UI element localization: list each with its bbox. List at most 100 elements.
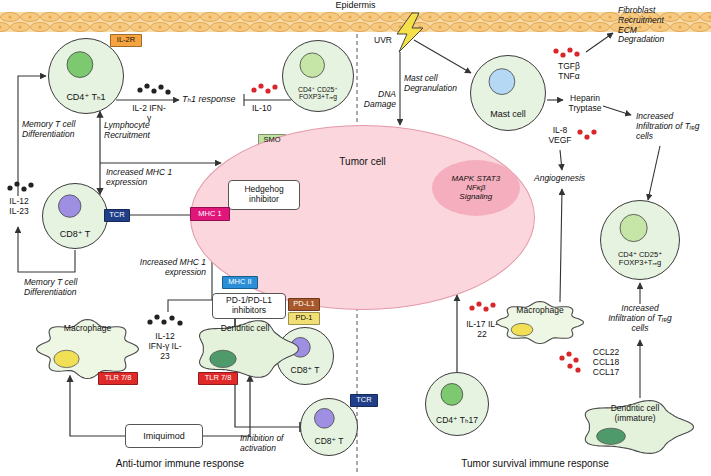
skin-cell xyxy=(361,13,380,22)
skin-cell xyxy=(231,23,250,32)
skin-nucleus xyxy=(598,25,601,28)
node-label: Epidermis xyxy=(332,0,378,10)
il2r-receptor: IL-2R xyxy=(110,34,142,47)
nucleus xyxy=(210,350,236,367)
skin-cell xyxy=(91,23,110,32)
skin-nucleus xyxy=(538,25,541,28)
skin-nucleus xyxy=(38,25,41,28)
nucleus xyxy=(59,195,81,217)
skin-nucleus xyxy=(708,15,711,18)
skin-cell xyxy=(431,23,450,32)
cytokine-dot xyxy=(151,88,156,93)
annotation-label: IL-12 IL-23 xyxy=(4,197,34,217)
nucleus xyxy=(54,350,79,367)
node-label: Dendritic cell (immature) xyxy=(595,404,675,424)
nucleus xyxy=(489,69,515,95)
cytokine-dot xyxy=(154,314,159,319)
node-label: PD-1 xyxy=(295,314,312,323)
skin-nucleus xyxy=(568,15,571,18)
cytokine-dot xyxy=(165,89,170,94)
cytokine-dot xyxy=(476,301,481,306)
cytokine-dot xyxy=(584,134,589,139)
annotation-label: UVR xyxy=(374,36,398,46)
annotation-label: Lymphocyte Recruitment xyxy=(104,121,174,141)
macrophage: Macrophage xyxy=(495,300,585,345)
skin-nucleus xyxy=(0,25,2,28)
cytokine-dot xyxy=(560,52,565,57)
skin-nucleus xyxy=(528,15,531,18)
skin-nucleus xyxy=(68,15,71,18)
skin-nucleus xyxy=(638,25,641,28)
connector xyxy=(130,214,190,215)
annotation-label: DNA Damage xyxy=(358,90,396,110)
cytokine-dot xyxy=(7,185,12,190)
tcr-receptor: TCR xyxy=(350,394,378,407)
skin-nucleus xyxy=(448,15,451,18)
skin-nucleus xyxy=(228,15,231,18)
pd1-receptor: PD-1 xyxy=(288,312,320,325)
skin-nucleus xyxy=(508,15,511,18)
skin-cell xyxy=(281,13,300,22)
skin-nucleus xyxy=(558,25,561,28)
skin-nucleus xyxy=(308,15,311,18)
connector xyxy=(456,295,457,372)
cytokine-dot xyxy=(265,88,270,93)
skin-nucleus xyxy=(218,25,221,28)
skin-nucleus xyxy=(198,25,201,28)
skin-cell xyxy=(0,23,10,32)
mast-cell: Mast cell xyxy=(470,55,546,131)
cytokine-dot xyxy=(567,363,572,368)
macrophage: Macrophage xyxy=(35,318,140,380)
node-label: SMO xyxy=(263,136,280,145)
skin-cell xyxy=(71,23,90,32)
nucleus xyxy=(67,52,93,78)
skin-cell xyxy=(181,13,200,22)
cytokine-dot xyxy=(251,87,256,92)
skin-nucleus xyxy=(318,25,321,28)
annotation-label: TGFβ TNFα xyxy=(550,62,588,82)
dendritic-cell: Dendritic cell (immature) xyxy=(575,398,695,456)
skin-cell xyxy=(31,23,50,32)
skin-nucleus xyxy=(48,15,51,18)
mhc1-molecule: MHC 1 xyxy=(190,207,230,221)
skin-nucleus xyxy=(468,15,471,18)
node-label: Hedgehog inhibitor xyxy=(232,185,296,205)
node-label: PD-L1 xyxy=(293,300,314,309)
node-label: Tumor cell xyxy=(339,156,385,168)
skin-nucleus xyxy=(438,25,441,28)
skin-nucleus xyxy=(588,15,591,18)
skin-cell xyxy=(521,13,540,22)
skin-cell xyxy=(131,23,150,32)
skin-cell xyxy=(291,23,310,32)
process-arrow xyxy=(639,283,640,304)
node-label: Mast cell xyxy=(490,109,526,119)
annotation-label: IL-10 xyxy=(252,104,282,114)
skin-nucleus xyxy=(88,15,91,18)
skin-cell xyxy=(211,23,230,32)
skin-nucleus xyxy=(668,15,671,18)
skin-nucleus xyxy=(478,25,481,28)
skin-cell xyxy=(471,23,490,32)
skin-cell xyxy=(481,13,500,22)
skin-nucleus xyxy=(278,25,281,28)
skin-nucleus xyxy=(268,15,271,18)
cytokine-dot xyxy=(137,87,142,92)
th17-cell: CD4⁺ Tₕ17 xyxy=(425,372,489,436)
nucleus-layer xyxy=(600,200,680,280)
skin-nucleus xyxy=(338,25,341,28)
cytokine-dot xyxy=(272,84,277,89)
node-label: CD8⁺ T xyxy=(315,437,344,447)
cytokine-dot xyxy=(169,315,174,320)
cytokine-dot xyxy=(158,84,163,89)
skin-cell xyxy=(571,23,590,32)
cytokine-dot xyxy=(574,51,579,56)
annotation-label: IL-8 VEGF xyxy=(544,126,576,146)
nucleus xyxy=(300,53,324,77)
skin-cell xyxy=(1,13,20,22)
cytokine-dot xyxy=(258,83,263,88)
connector xyxy=(99,111,100,194)
skin-nucleus xyxy=(518,25,521,28)
skin-nucleus xyxy=(458,25,461,28)
